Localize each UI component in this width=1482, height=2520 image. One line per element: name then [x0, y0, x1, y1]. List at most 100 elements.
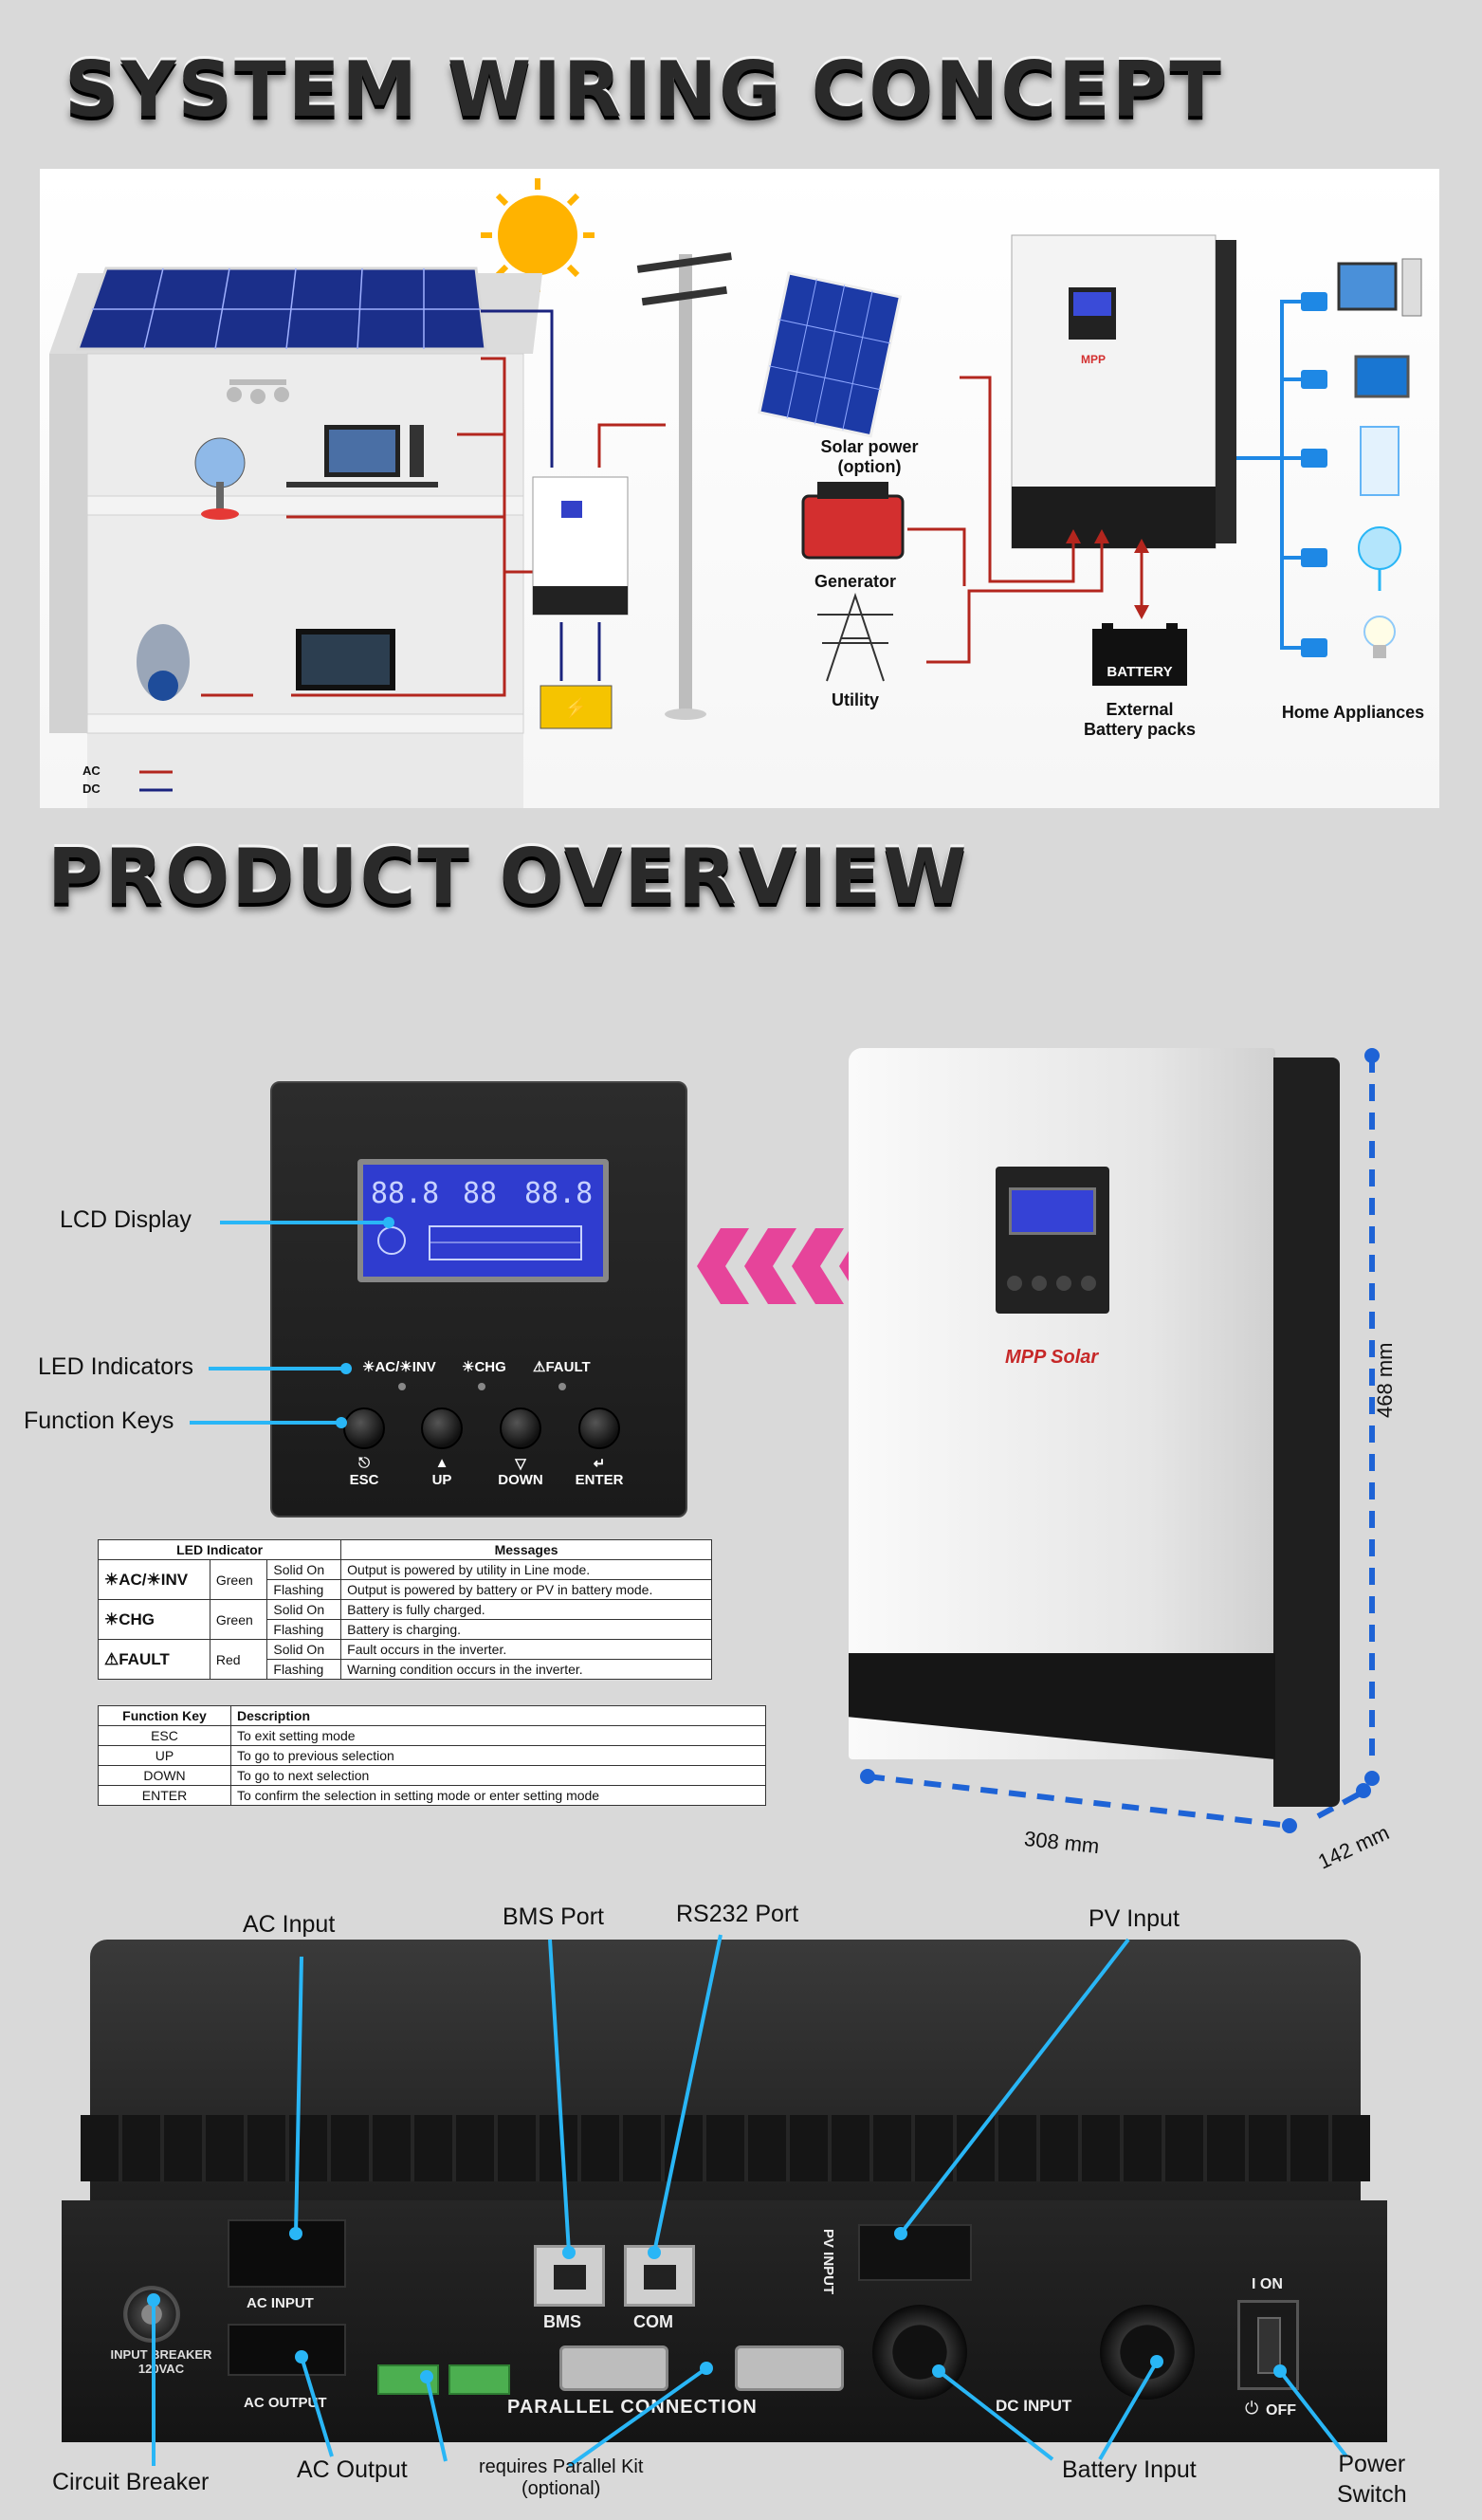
- parallel-db9-port-2[interactable]: [735, 2345, 844, 2391]
- house-battery-icon: ⚡: [540, 685, 613, 729]
- table-row: ⚠FAULT Red Solid On Fault occurs in the …: [98, 1639, 712, 1680]
- solar-power-label: Solar power (option): [820, 437, 919, 476]
- inverter-front-view: MPP Solar: [849, 1048, 1342, 1807]
- enter-key[interactable]: [578, 1407, 620, 1449]
- height-dimension: 468 mm: [1373, 1342, 1397, 1418]
- inverter-key-2[interactable]: [1032, 1276, 1047, 1291]
- inverter-body: [849, 1048, 1275, 1759]
- battery-terminal-positive[interactable]: [872, 2305, 967, 2400]
- roof-solar-panel-icon: [75, 267, 487, 351]
- table-row: ☀AC/☀INV Green Solid On Output is powere…: [98, 1559, 712, 1600]
- inverter-control-panel: [996, 1167, 1109, 1314]
- bms-port-callout: BMS Port: [503, 1904, 604, 1930]
- appliance-tv-icon: [1354, 355, 1410, 398]
- ac-input-terminal[interactable]: [228, 2219, 346, 2288]
- parallel-terminal-block-1[interactable]: [377, 2364, 439, 2395]
- led-chg-label: ☀CHG: [462, 1359, 506, 1375]
- external-battery-label: External Battery packs: [1083, 700, 1197, 739]
- fan-icon: [194, 437, 246, 520]
- ac-input-callout: AC Input: [243, 1911, 336, 1938]
- power-icon: ⏻: [1245, 2399, 1259, 2418]
- external-battery-icon: [1092, 623, 1187, 686]
- rear-panel-view: INPUT BREAKER 120VAC AC INPUT AC OUTPUT …: [62, 1940, 1387, 2442]
- generator-icon: [801, 482, 905, 560]
- inverter-key-4[interactable]: [1081, 1276, 1096, 1291]
- rs232-port-callout: RS232 Port: [676, 1901, 799, 1927]
- parallel-panel-label: PARALLEL CONNECTION: [507, 2397, 758, 2418]
- table-row: Flashing Output is powered by battery or…: [99, 1579, 712, 1600]
- power-switch[interactable]: [1237, 2300, 1299, 2390]
- parallel-kit-callout: requires Parallel Kit (optional): [479, 2456, 644, 2499]
- esc-key-symbol: ⎋: [358, 1455, 370, 1471]
- led-chg: [478, 1383, 485, 1390]
- battery-box-label: BATTERY: [1107, 664, 1173, 680]
- battery-terminal-negative[interactable]: [1100, 2305, 1195, 2400]
- input-breaker-knob[interactable]: [123, 2286, 180, 2343]
- ceiling-lamp-icon: [227, 379, 289, 404]
- pv-input-terminal[interactable]: [858, 2224, 972, 2281]
- com-port[interactable]: [624, 2245, 695, 2307]
- messages-table-header: Messages: [340, 1539, 712, 1560]
- ac-output-callout: AC Output: [297, 2456, 408, 2483]
- down-key-symbol: ▽: [515, 1456, 526, 1472]
- generator-label: Generator: [814, 572, 897, 591]
- down-key[interactable]: [500, 1407, 541, 1449]
- up-key-label: UP: [431, 1472, 452, 1488]
- lcd-screen: 88.8 88 88.8: [357, 1159, 609, 1282]
- led-indicator-table: LED Indicator Messages ☀AC/☀INV Green So…: [97, 1539, 712, 1680]
- solar-module-icon: [758, 271, 903, 438]
- sun-icon: [481, 178, 595, 292]
- lcd-segments: 88.8 88 88.8: [371, 1177, 593, 1260]
- breaker-panel-label: INPUT BREAKER 120VAC: [110, 2347, 212, 2376]
- led-fault-label: ⚠FAULT: [533, 1359, 591, 1375]
- bms-port[interactable]: [534, 2245, 605, 2307]
- overview-heading: PRODUCT OVERVIEW: [47, 833, 969, 921]
- lcd-display-callout: LCD Display: [60, 1206, 192, 1233]
- inverter-side: [1273, 1058, 1340, 1807]
- ac-input-panel-label: AC INPUT: [247, 2295, 314, 2311]
- up-key[interactable]: [421, 1407, 463, 1449]
- esc-key[interactable]: [343, 1407, 385, 1449]
- table-row: ☀CHG Green Solid On Battery is fully cha…: [98, 1599, 712, 1640]
- pv-input-panel-label: PV INPUT: [820, 2229, 836, 2295]
- utility-pole-icon: [636, 252, 732, 720]
- on-panel-label: I ON: [1252, 2276, 1283, 2292]
- parallel-terminal-block-2[interactable]: [448, 2364, 510, 2395]
- enter-key-symbol: ↵: [593, 1456, 606, 1472]
- function-keys-callout: Function Keys: [24, 1407, 174, 1434]
- utility-tower-icon: [817, 592, 893, 682]
- parallel-db9-port-1[interactable]: [559, 2345, 668, 2391]
- svg-text:MPP: MPP: [1081, 353, 1106, 366]
- ac-output-terminal[interactable]: [228, 2324, 346, 2376]
- description-header: Description: [230, 1705, 766, 1726]
- appliance-fridge-icon: [1360, 426, 1400, 496]
- led-table-header: LED Indicator: [97, 1539, 342, 1560]
- tv-icon: [296, 629, 395, 690]
- appliance-bulb-icon: [1363, 616, 1396, 658]
- wiring-diagram-panel: ⚡ MPP: [40, 169, 1439, 808]
- ac-output-panel-label: AC OUTPUT: [244, 2395, 327, 2411]
- computer-icon: [286, 425, 438, 487]
- vacuum-icon: [137, 624, 190, 701]
- dc-input-panel-label: DC INPUT: [996, 2397, 1072, 2415]
- com-panel-label: COM: [633, 2312, 673, 2331]
- legend-dc-label: DC: [82, 782, 101, 796]
- brand-logo: MPP Solar: [1005, 1347, 1099, 1368]
- legend-ac-label: AC: [82, 763, 101, 778]
- function-key-header: Function Key: [98, 1705, 231, 1726]
- inverter-key-3[interactable]: [1056, 1276, 1071, 1291]
- pv-input-callout: PV Input: [1089, 1905, 1180, 1932]
- esc-key-label: ESC: [349, 1472, 379, 1488]
- off-panel-label: OFF: [1266, 2402, 1296, 2419]
- bms-panel-label: BMS: [543, 2312, 581, 2331]
- plug-icons: [1301, 292, 1327, 657]
- led-fault: [558, 1383, 566, 1390]
- down-key-label: DOWN: [498, 1472, 543, 1488]
- inverter-key-1[interactable]: [1007, 1276, 1022, 1291]
- depth-dimension: 142 mm: [1314, 1820, 1393, 1874]
- appliance-fan-icon: [1358, 526, 1401, 591]
- battery-input-callout: Battery Input: [1062, 2456, 1197, 2483]
